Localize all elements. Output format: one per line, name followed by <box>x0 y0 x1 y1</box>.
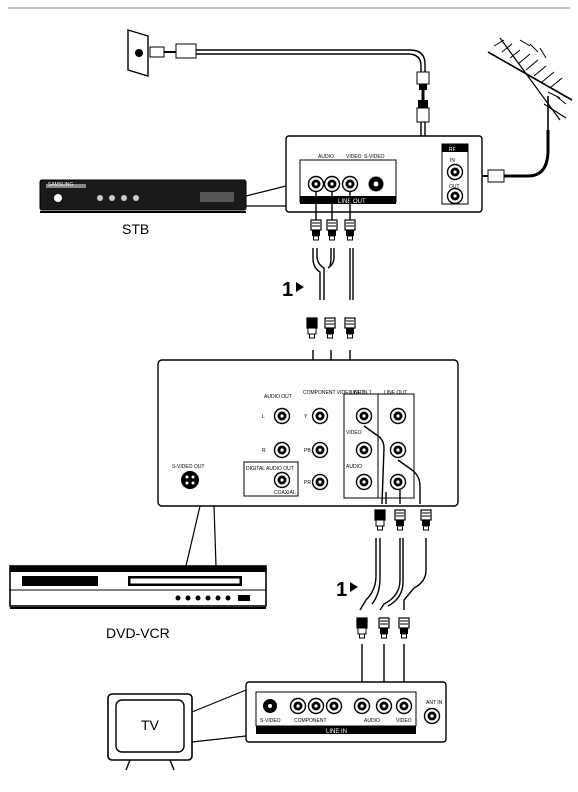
dvd-comp-pr-jack[interactable] <box>311 473 329 491</box>
dvd-svideo-out-label: S-VIDEO OUT <box>172 464 205 470</box>
dvd-audio-out-r-jack[interactable] <box>273 441 291 459</box>
dvd-component-label: COMPONENT VIDEO OUT <box>303 390 364 396</box>
stb-device: SAMSUNG <box>39 179 247 213</box>
stb-video-jack[interactable] <box>341 175 359 193</box>
tv-video-jack[interactable] <box>395 697 413 715</box>
stb-audio-r-jack[interactable] <box>323 175 341 193</box>
antenna <box>470 37 573 183</box>
dvd-out-audio-l-plug <box>374 509 386 531</box>
stb-svideo-label: S-VIDEO <box>364 154 385 160</box>
dvd-svideo-out-jack[interactable] <box>181 471 199 489</box>
dvd-out-audio-r-plug <box>394 509 406 531</box>
tv-ant-in-label: ANT IN <box>426 700 443 706</box>
dvd-comp-pb-jack[interactable] <box>311 441 329 459</box>
dvd-audio-label: AUDIO <box>346 464 362 470</box>
stb-brand-logo: SAMSUNG <box>48 182 73 188</box>
dvd-comp-pr: PR <box>304 480 311 486</box>
stb-audio-label: AUDIO <box>318 154 334 160</box>
dvd-in-audio-r-plug <box>324 317 336 339</box>
dvd-coaxial-label: COAXIAL <box>274 490 296 496</box>
dvd-line-in-video-jack[interactable] <box>355 407 373 425</box>
stb-rf-in-jack[interactable] <box>446 163 464 181</box>
tv-component-label: COMPONENT <box>294 718 327 724</box>
dvd-line-out-audio-l-jack[interactable] <box>389 441 407 459</box>
tv-comp-pr-jack[interactable] <box>325 697 343 715</box>
dvd-line-out-label: LINE OUT <box>384 390 407 396</box>
stb-line-out-label: LINE OUT <box>338 199 366 205</box>
stb-rf-in-label: IN <box>450 158 455 164</box>
step-number-1-top: 1 <box>282 279 293 301</box>
dvd-audio-out-label: AUDIO OUT <box>264 394 292 400</box>
step-number-1-bottom: 1 <box>336 579 347 601</box>
dvd-in-audio-l-plug <box>306 317 318 339</box>
tv-line-in-label: LINE IN <box>326 729 347 735</box>
dvd-line-in-audio-r-jack[interactable] <box>355 473 373 491</box>
wall-socket <box>127 29 149 77</box>
step-arrow-top <box>296 282 304 292</box>
dvd-video-label: VIDEO <box>346 430 362 436</box>
dvd-line-out-audio-r-jack[interactable] <box>389 473 407 491</box>
dvd-digital-audio-label: DIGITAL AUDIO OUT <box>246 466 294 472</box>
tv-audio-label: AUDIO <box>364 718 380 724</box>
dvd-line-in-audio-l-jack[interactable] <box>355 441 373 459</box>
dvd-audio-out-l: L <box>262 414 265 420</box>
tv-video-label: VIDEO <box>396 718 412 724</box>
tv-label: TV <box>141 717 160 733</box>
stb-audio-r-plug <box>326 219 338 241</box>
dvd-comp-pb: PB <box>304 448 311 454</box>
dvd-line-in-1-label: LINE IN 1 <box>350 390 372 396</box>
dvd-line-out-video-jack[interactable] <box>389 407 407 425</box>
tv-audio-l-plug <box>356 617 368 639</box>
stb-rear-panel: LINE OUT AUDIO VIDEO S-VIDEO RF IN OUT <box>285 135 483 213</box>
tv-comp-y-jack[interactable] <box>289 697 307 715</box>
dvd-coaxial-jack[interactable] <box>273 471 291 489</box>
dvd-rear-panel: S-VIDEO OUT AUDIO OUT L R COMPONENT VIDE… <box>157 359 459 507</box>
dvd-comp-y-jack[interactable] <box>311 407 329 425</box>
dvd-vcr-device <box>9 565 267 609</box>
stb-audio-l-plug <box>310 219 322 241</box>
dvd-vcr-label: DVD-VCR <box>106 625 170 641</box>
dvd-comp-y: Y <box>304 414 308 420</box>
stb-rf-out-label: OUT <box>449 184 460 190</box>
tv-audio-r-jack[interactable] <box>375 697 393 715</box>
tv-video-plug <box>398 617 410 639</box>
stb-label: STB <box>122 221 149 237</box>
stb-rf-out-jack[interactable] <box>446 187 464 205</box>
dvd-audio-out-l-jack[interactable] <box>273 407 291 425</box>
dvd-audio-out-r: R <box>262 448 266 454</box>
dvd-out-video-plug <box>420 509 432 531</box>
tv-audio-l-jack[interactable] <box>353 697 371 715</box>
tv-audio-r-plug <box>378 617 390 639</box>
tv-comp-pb-jack[interactable] <box>307 697 325 715</box>
tv-device <box>107 693 193 771</box>
dvd-in-video-plug <box>344 317 356 339</box>
stb-rf-label: RF <box>449 147 456 153</box>
step-arrow-bottom <box>350 582 358 592</box>
av-cable-dvd-to-tv <box>359 425 427 696</box>
tv-svideo-label: S-VIDEO <box>260 718 281 724</box>
stb-video-label: VIDEO <box>346 154 362 160</box>
tv-rear-panel: LINE IN S-VIDEO COMPONENT AUDIO VIDEO AN… <box>245 681 447 743</box>
stb-video-plug <box>344 219 356 241</box>
tv-ant-in-jack[interactable] <box>423 707 441 725</box>
stb-audio-l-jack[interactable] <box>307 175 325 193</box>
